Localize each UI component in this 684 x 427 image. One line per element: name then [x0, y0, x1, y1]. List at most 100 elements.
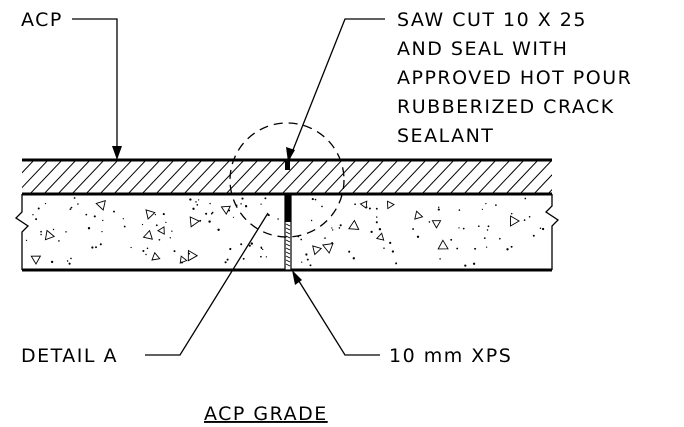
hatch-line [295, 160, 329, 194]
aggregate-speck [375, 207, 378, 210]
aggregate-speck [32, 214, 34, 216]
aggregate-speck [339, 224, 342, 227]
aggregate-speck [242, 257, 245, 260]
aggregate-speck [324, 237, 326, 239]
aggregate-speck [370, 230, 373, 234]
xps-hatch-line [285, 251, 291, 255]
xps-hatch-line [285, 259, 291, 263]
aggregate-speck [162, 213, 165, 216]
aggregate-speck [438, 206, 440, 208]
sawcut-label-line-2: AND SEAL WITH [397, 38, 568, 60]
aggregate-speck [66, 260, 69, 262]
detail-label: DETAIL A [21, 345, 118, 367]
aggregate-stone [142, 229, 153, 240]
aggregate-speck [52, 228, 55, 231]
hatch-line [435, 160, 469, 194]
aggregate-speck [244, 205, 248, 208]
aggregate-speck [485, 202, 487, 205]
hatch-line [281, 160, 315, 194]
aggregate-stone [510, 215, 520, 227]
acp-arrowhead [112, 146, 122, 160]
aggregate-stone [189, 216, 200, 228]
aggregate-speck [391, 250, 395, 253]
xps-hatch-line [285, 235, 291, 239]
aggregate-speck [192, 207, 195, 210]
aggregate-speck [154, 213, 157, 216]
aggregate-speck [146, 247, 149, 250]
aggregate-stone [145, 209, 156, 220]
hatch-line [560, 158, 596, 196]
sawcut-label-line-3: APPROVED HOT POUR [397, 67, 632, 89]
aggregate-speck [199, 219, 202, 222]
hatch-line [141, 160, 175, 194]
aggregate-stone [95, 200, 106, 211]
aggregate-speck [197, 199, 200, 201]
aggregate-speck [437, 208, 440, 211]
aggregate-speck [524, 197, 527, 200]
hatch-line [169, 160, 203, 194]
aggregate-speck [91, 246, 94, 249]
acp-label: ACP [21, 9, 63, 31]
aggregate-speck [306, 258, 309, 261]
aggregate-speck [462, 227, 465, 230]
xps-joint-fill [285, 223, 291, 267]
aggregate-speck [474, 247, 477, 250]
aggregate-speck [456, 247, 459, 250]
aggregate-speck [383, 247, 385, 249]
aggregate-speck [87, 227, 91, 230]
xps-hatch-line [285, 231, 291, 235]
aggregate-speck [158, 238, 161, 241]
aggregate-speck [208, 220, 211, 223]
aggregate-speck [205, 212, 208, 215]
aggregate-stone [179, 255, 188, 264]
aggregate-speck [77, 203, 79, 205]
hatch-line [85, 160, 119, 194]
xps-hatch-line [285, 239, 291, 243]
aggregate-speck [260, 255, 262, 258]
aggregate-speck [532, 234, 535, 237]
hatch-line [211, 160, 245, 194]
aggregate-speck [211, 211, 214, 214]
sawcut-label-line-5: SEALANT [397, 125, 494, 147]
xps-leader [296, 277, 380, 356]
aggregate-speck [523, 219, 526, 221]
hatch-line [239, 160, 273, 194]
aggregate-speck [65, 231, 67, 233]
aggregate-speck [264, 197, 267, 200]
hatch-line [253, 160, 287, 194]
hatch-line [337, 160, 371, 194]
aggregate-speck [93, 215, 96, 218]
acp-hatch [22, 158, 596, 196]
aggregate-speck [375, 221, 378, 224]
sawcut-leader [288, 18, 385, 161]
hatch-line [519, 160, 552, 194]
aggregate-stone [437, 239, 449, 250]
aggregate-speck [171, 230, 173, 232]
aggregate-stone [44, 229, 56, 241]
aggregate-speck [309, 264, 312, 267]
aggregate-speck [481, 208, 483, 210]
aggregate-speck [412, 228, 415, 230]
aggregate-speck [196, 204, 199, 206]
aggregate-speck [155, 224, 158, 227]
aggregate-speck [354, 203, 356, 206]
sawcut-label-line-4: RUBBERIZED CRACK [397, 96, 615, 118]
hatch-line [22, 160, 35, 174]
aggregate-speck [210, 212, 213, 215]
aggregate-speck [321, 205, 323, 208]
aggregate-speck [477, 225, 480, 228]
hatch-line [57, 160, 91, 194]
aggregate-speck [267, 214, 270, 217]
aggregate-speck [70, 257, 72, 260]
aggregate-speck [229, 247, 232, 251]
hatch-line [225, 160, 259, 194]
aggregate-speck [378, 228, 382, 231]
aggregate-speck [510, 212, 513, 215]
xps-hatch-line [285, 227, 291, 231]
drawing-title: ACP GRADE [204, 403, 328, 425]
sawcut-arrowhead [286, 147, 295, 162]
aggregate-speck [122, 218, 124, 220]
aggregate-speck [301, 261, 303, 263]
hatch-line [421, 160, 455, 194]
